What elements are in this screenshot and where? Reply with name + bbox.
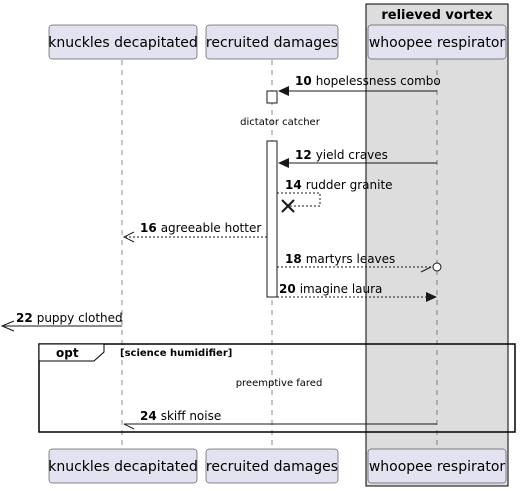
participant-top-recruited-damages: [205, 24, 339, 60]
participant-top-whoopee-respirator: [367, 24, 507, 60]
message-22-arrowhead: [0, 320, 15, 332]
opt-fragment-keyword: opt: [56, 346, 79, 360]
participant-bottom-recruited-damages: [205, 448, 339, 484]
message-20-arrowhead: [426, 292, 437, 302]
participant-top-knuckles-decapitated: [48, 24, 198, 60]
participant-group-label: relieved vortex: [381, 8, 493, 23]
participant-top-label-1: knuckles decapitated: [48, 35, 198, 51]
message-18-arrowhead: [420, 266, 432, 273]
message-24-arrowhead: [123, 423, 135, 430]
participant-bottom-label-2: recruited damages: [206, 459, 338, 475]
divider-label-2: preemptive fared: [236, 378, 323, 389]
opt-fragment-tab: [38, 343, 105, 362]
message-10-arrowhead: [278, 86, 289, 96]
participant-top-label-2: recruited damages: [206, 35, 338, 51]
participant-bottom-knuckles-decapitated: [48, 448, 198, 484]
message-12-arrowhead: [278, 158, 289, 168]
participant-bottom-label-1: knuckles decapitated: [48, 459, 198, 475]
message-18-circle-end: [432, 262, 442, 272]
opt-fragment-guard: [science humidifier]: [120, 348, 232, 359]
participant-bottom-label-3: whoopee respirator: [369, 459, 506, 475]
participant-bottom-whoopee-respirator: [367, 448, 507, 484]
activation-bar-1: [266, 90, 278, 104]
destroy-marker: [281, 199, 295, 213]
message-16-arrowhead: [122, 231, 135, 243]
divider-label-1: dictator catcher: [240, 117, 321, 128]
opt-fragment-frame: [38, 343, 516, 433]
activation-bar-2: [266, 140, 278, 298]
participant-top-label-3: whoopee respirator: [369, 35, 506, 51]
message-14-line: [277, 192, 321, 207]
